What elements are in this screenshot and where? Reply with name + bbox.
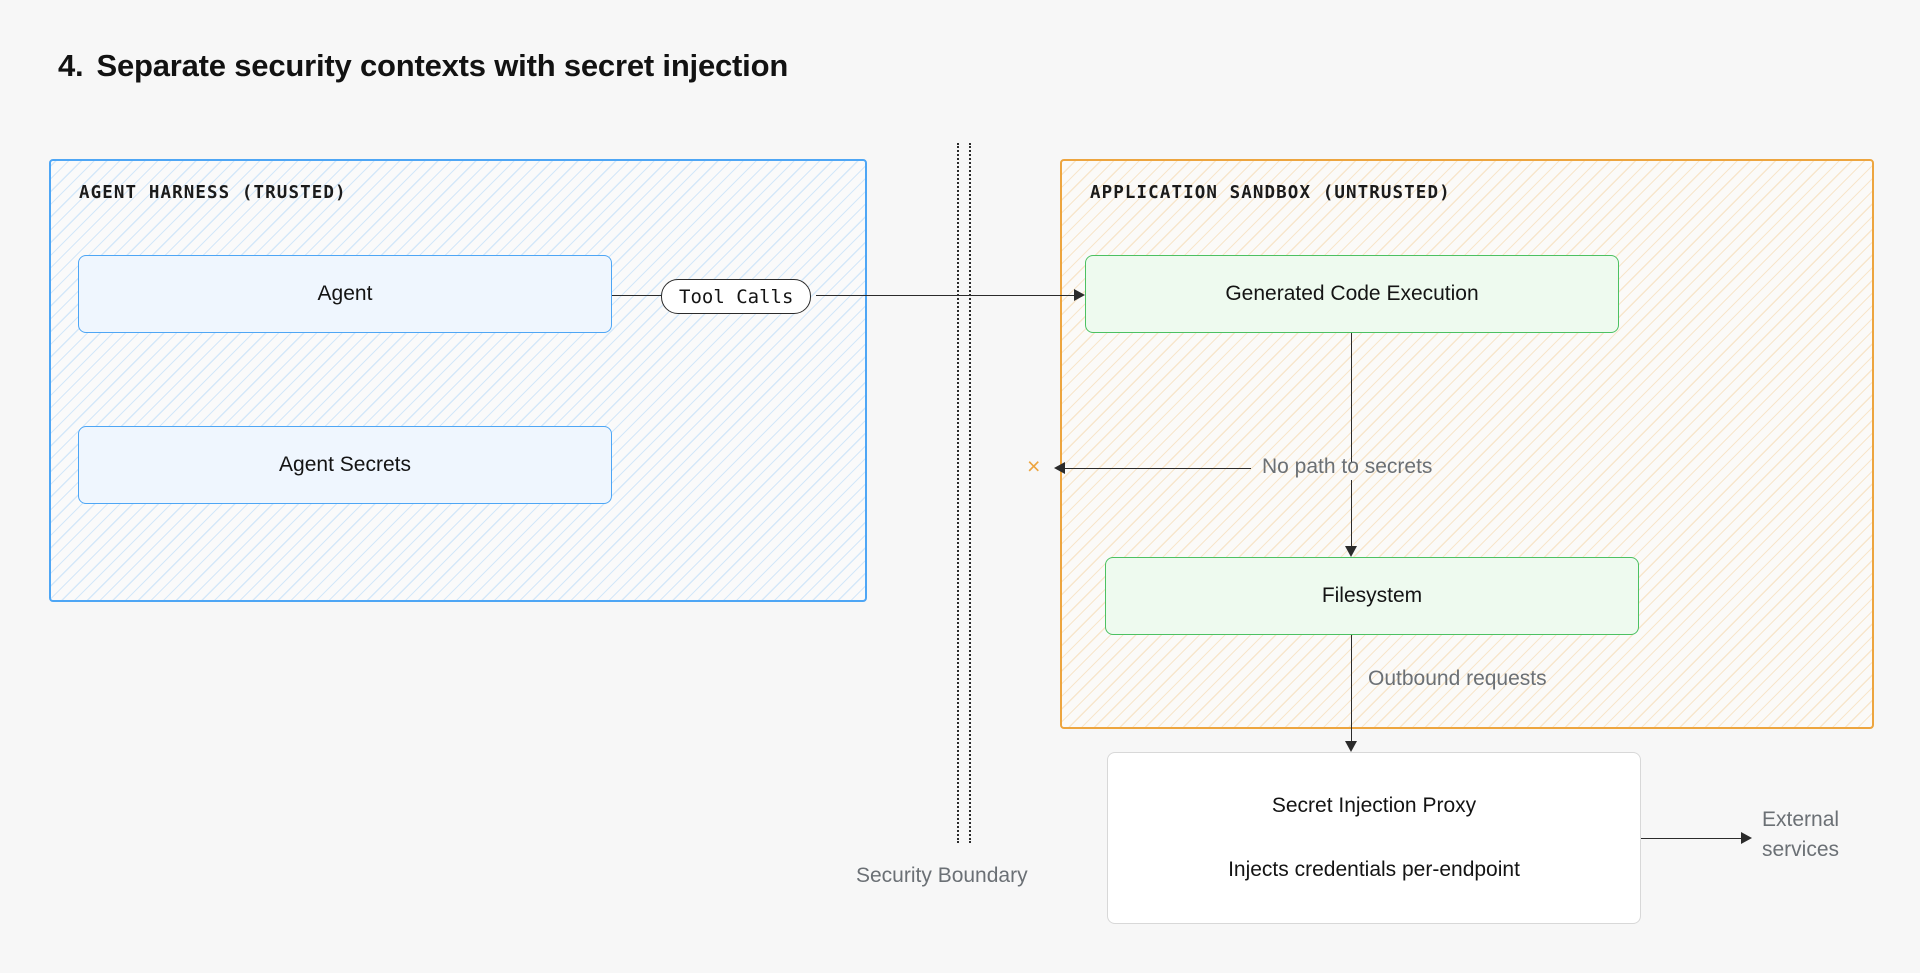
node-filesystem[interactable]: Filesystem [1105, 557, 1639, 635]
edge-code-execution-to-filesystem [1351, 480, 1352, 546]
node-agent[interactable]: Agent [78, 255, 612, 333]
node-agent-secrets[interactable]: Agent Secrets [78, 426, 612, 504]
node-proxy-subtitle: Injects credentials per-endpoint [1228, 858, 1520, 881]
arrow-blocked-to-boundary-icon [1054, 462, 1065, 474]
node-secret-injection-proxy[interactable]: Secret Injection Proxy Injects credentia… [1107, 752, 1641, 924]
edge-label-no-path-to-secrets: No path to secrets [1262, 455, 1433, 478]
page-title-number: 4. [58, 48, 84, 83]
edge-label-external-services: External services [1762, 808, 1840, 862]
edge-code-execution-down-stub [1351, 333, 1352, 463]
node-generated-code-execution-label: Generated Code Execution [1225, 282, 1479, 305]
edge-no-path-to-secrets [1065, 468, 1251, 469]
arrow-into-code-execution-icon [1074, 289, 1085, 301]
zone-label-untrusted: APPLICATION SANDBOX (UNTRUSTED) [1090, 183, 1451, 203]
edge-agent-to-pill [612, 295, 662, 296]
zone-label-trusted: AGENT HARNESS (TRUSTED) [79, 183, 347, 203]
zone-agent-harness-trusted: AGENT HARNESS (TRUSTED) [49, 159, 867, 602]
security-boundary-line-left [957, 143, 959, 843]
node-agent-label: Agent [317, 282, 373, 305]
zone-application-sandbox-untrusted: APPLICATION SANDBOX (UNTRUSTED) [1060, 159, 1874, 729]
arrow-into-filesystem-icon [1345, 546, 1357, 557]
node-agent-secrets-label: Agent Secrets [279, 453, 411, 476]
edge-label-tool-calls: Tool Calls [661, 279, 812, 314]
edge-filesystem-to-proxy [1351, 635, 1352, 741]
node-generated-code-execution[interactable]: Generated Code Execution [1085, 255, 1619, 333]
node-proxy-title: Secret Injection Proxy [1271, 794, 1477, 817]
edge-label-outbound-requests: Outbound requests [1368, 667, 1547, 690]
page-title-text: Separate security contexts with secret i… [96, 48, 789, 83]
node-filesystem-label: Filesystem [1321, 584, 1423, 607]
arrow-into-proxy-icon [1345, 741, 1357, 752]
page-title: 4. Separate security contexts with secre… [58, 48, 788, 84]
security-boundary-label: Security Boundary [856, 864, 1028, 887]
security-boundary-line-right [969, 143, 971, 843]
blocked-cross-icon: × [1027, 453, 1041, 479]
edge-proxy-to-external-services [1641, 838, 1741, 839]
edge-pill-to-code-execution [816, 295, 1074, 296]
arrow-into-external-services-icon [1741, 832, 1752, 844]
